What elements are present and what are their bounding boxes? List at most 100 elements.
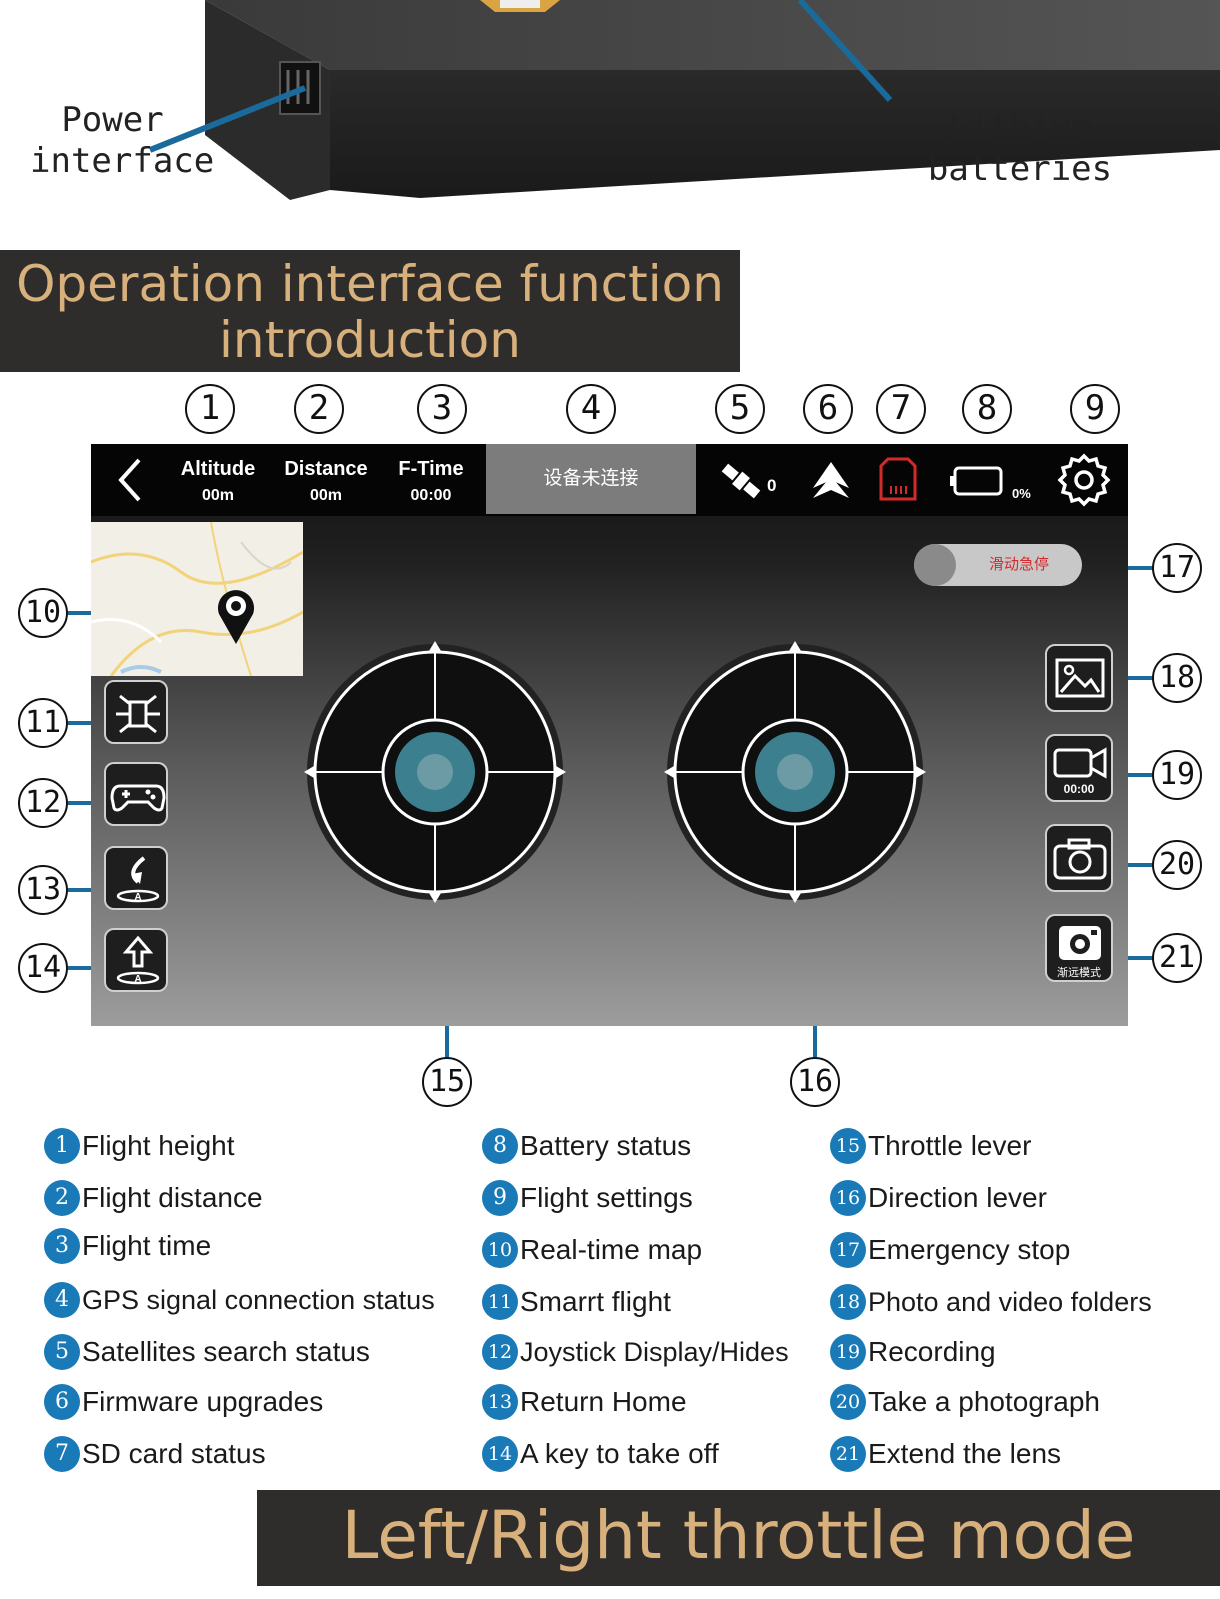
- svg-text:A: A: [134, 974, 141, 985]
- legend-label: Flight settings: [520, 1182, 693, 1213]
- callout-14: 14: [18, 943, 68, 993]
- legend-label: Flight time: [82, 1230, 212, 1261]
- app-screen: Altitude 00m Distance 00m F-Time 00:00 设…: [91, 444, 1128, 1026]
- legend-label: Throttle lever: [868, 1130, 1032, 1161]
- legend-label: SD card status: [82, 1438, 266, 1469]
- callout-11: 11: [18, 698, 68, 748]
- battery-icon: [950, 466, 1003, 496]
- callout-8: 8: [962, 384, 1012, 434]
- distance-readout: Distance 00m: [271, 458, 381, 505]
- callout-17: 17: [1152, 543, 1202, 593]
- legend-label: Emergency stop: [868, 1234, 1071, 1265]
- ftime-value: 00:00: [410, 487, 452, 504]
- throttle-mode-banner: Left/Right throttle mode: [257, 1490, 1220, 1586]
- satellite-icon: [721, 463, 761, 499]
- legend-number: 10: [482, 1232, 518, 1268]
- return-home-icon: A: [116, 856, 160, 903]
- callout-20: 20: [1152, 840, 1202, 890]
- legend-number: 14: [482, 1436, 518, 1472]
- callout-16: 16: [790, 1057, 840, 1107]
- callout-10: 10: [18, 588, 68, 638]
- photo-button[interactable]: [1045, 824, 1113, 892]
- emergency-stop-label: 滑动急停: [988, 556, 1049, 573]
- legend-label: Recording: [868, 1336, 996, 1367]
- return-home-button[interactable]: A: [104, 846, 168, 910]
- callout-2: 2: [294, 384, 344, 434]
- direction-joystick[interactable]: [664, 641, 926, 903]
- lithium-batteries-label: Lithium batteries: [927, 108, 1113, 189]
- legend-label: GPS signal connection status: [82, 1285, 435, 1315]
- gallery-icon: [1055, 658, 1105, 698]
- gamepad-icon: [110, 784, 166, 812]
- video-camera-icon: [1053, 747, 1107, 779]
- callout-3: 3: [417, 384, 467, 434]
- ftime-readout: F-Time 00:00: [381, 458, 481, 505]
- legend-number: 6: [44, 1384, 80, 1420]
- zoom-mode-label: 渐远模式: [1057, 967, 1101, 979]
- title-line-2: introduction: [219, 311, 521, 369]
- legend-label: Firmware upgrades: [82, 1386, 324, 1417]
- sd-card-icon: [879, 457, 917, 501]
- ftime-label: F-Time: [398, 458, 464, 480]
- legend-label: Photo and video folders: [868, 1287, 1152, 1317]
- legend-number: 21: [830, 1436, 866, 1472]
- legend-label: A key to take off: [520, 1438, 719, 1469]
- takeoff-icon: A: [116, 935, 160, 985]
- top-bar: Altitude 00m Distance 00m F-Time 00:00 设…: [91, 444, 1128, 516]
- battery-photo: Power interface Lithium batteries: [0, 0, 1220, 230]
- power-interface-label: Power interface: [30, 100, 215, 181]
- record-time: 00:00: [1063, 782, 1095, 796]
- legend-number: 16: [830, 1180, 866, 1216]
- takeoff-button[interactable]: A: [104, 928, 168, 992]
- legend-label: Joystick Display/Hides: [520, 1337, 789, 1367]
- legend-label: Take a photograph: [868, 1386, 1100, 1417]
- legend-number: 19: [830, 1334, 866, 1370]
- callout-21: 21: [1152, 933, 1202, 983]
- realtime-map[interactable]: [91, 522, 303, 676]
- legend-number: 18: [830, 1284, 866, 1320]
- satellite-count: 0: [767, 476, 777, 495]
- legend-label: Smarrt flight: [520, 1286, 671, 1317]
- back-icon[interactable]: [109, 444, 149, 516]
- location-pin-icon: [218, 590, 254, 644]
- title-banner: Operation interface function introductio…: [0, 250, 740, 372]
- emergency-stop-slider[interactable]: 滑动急停: [914, 544, 1082, 586]
- altitude-label: Altitude: [180, 458, 256, 480]
- battery-percent: 0%: [1012, 486, 1031, 501]
- legend-number: 3: [44, 1228, 80, 1264]
- joystick-toggle-button[interactable]: [104, 762, 168, 826]
- callout-1: 1: [185, 384, 235, 434]
- firmware-upgrade-icon[interactable]: [809, 458, 853, 502]
- legend-number: 17: [830, 1232, 866, 1268]
- record-button[interactable]: 00:00: [1045, 734, 1113, 802]
- smart-flight-icon: [116, 694, 160, 734]
- legend-label: Return Home: [520, 1386, 687, 1417]
- throttle-joystick[interactable]: [304, 641, 566, 903]
- legend-label: Flight height: [82, 1130, 235, 1161]
- legend-label: Real-time map: [520, 1234, 703, 1265]
- zoom-lens-button[interactable]: 渐远模式: [1045, 914, 1113, 982]
- altitude-readout: Altitude 00m: [163, 458, 273, 505]
- legend-label: Satellites search status: [82, 1336, 370, 1367]
- legend-number: 1: [44, 1128, 80, 1164]
- callout-13: 13: [18, 865, 68, 915]
- settings-gear-icon[interactable]: [1056, 452, 1112, 508]
- legend-label: Flight distance: [82, 1182, 263, 1213]
- legend-number: 15: [830, 1128, 866, 1164]
- smart-flight-button[interactable]: [104, 680, 168, 744]
- emergency-stop-knob[interactable]: [914, 544, 956, 586]
- title-line-1: Operation interface function: [16, 255, 724, 313]
- distance-label: Distance: [284, 458, 368, 480]
- callout-18: 18: [1152, 653, 1202, 703]
- callout-19: 19: [1152, 750, 1202, 800]
- legend-number: 5: [44, 1334, 80, 1370]
- legend-number: 2: [44, 1180, 80, 1216]
- legend-number: 12: [482, 1334, 518, 1370]
- connection-status: 设备未连接: [486, 444, 696, 514]
- distance-value: 00m: [309, 487, 343, 504]
- legend-number: 8: [482, 1128, 518, 1164]
- legend-number: 4: [44, 1282, 80, 1318]
- media-folder-button[interactable]: [1045, 644, 1113, 712]
- legend-label: Battery status: [520, 1130, 692, 1161]
- callout-15: 15: [422, 1057, 472, 1107]
